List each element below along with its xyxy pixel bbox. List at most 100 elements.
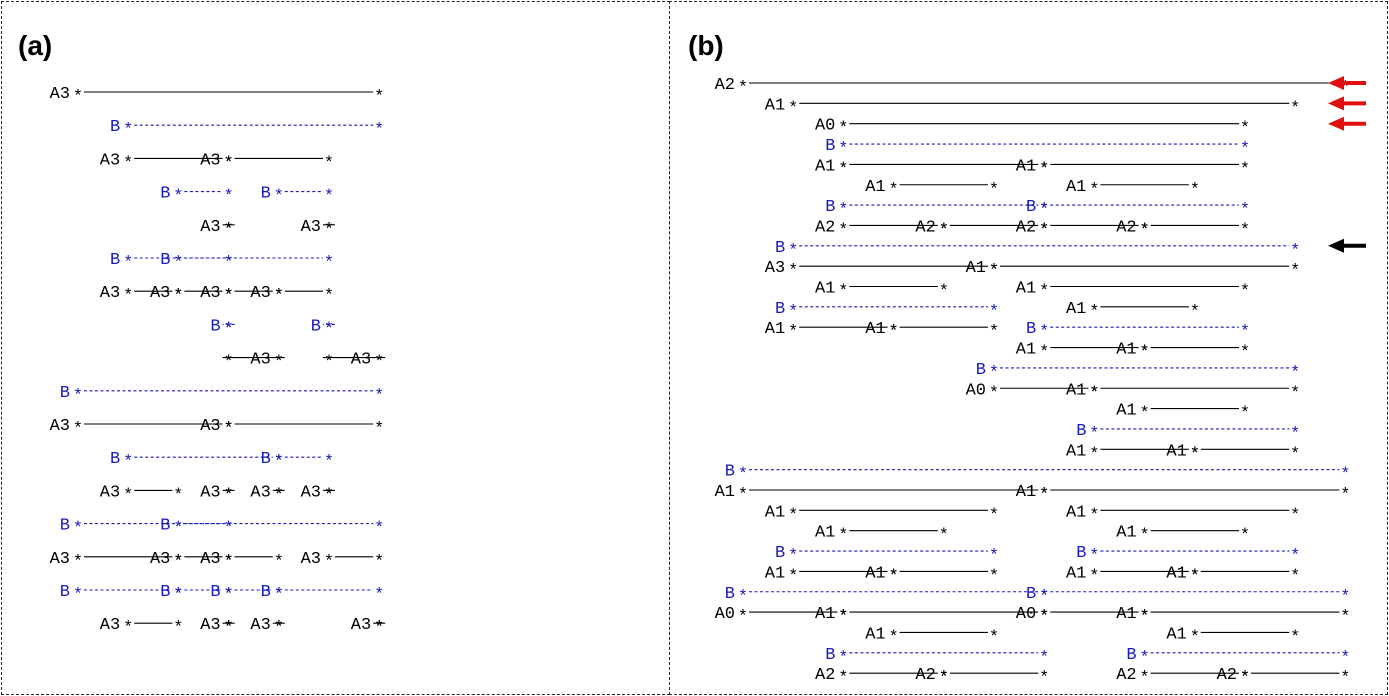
panel-a-b-label: B (110, 251, 120, 270)
black-arrow-icon (1328, 238, 1344, 253)
panel-b-endpoint-star: * (1340, 608, 1350, 627)
panel-a-endpoint-star: * (173, 553, 183, 572)
panel-b-endpoint-star: * (888, 567, 898, 586)
panel-b-endpoint-star: * (989, 323, 999, 342)
panel-b-a-label: A2 (815, 218, 835, 237)
panel-b-endpoint-star: * (1039, 201, 1049, 220)
panel-b-endpoint-star: * (1190, 445, 1200, 464)
panel-a-endpoint-star: * (173, 254, 183, 273)
panel-b-endpoint-star: * (989, 262, 999, 281)
panel-b-a-label: A1 (765, 320, 785, 339)
panel-a-endpoint-star: * (73, 553, 83, 572)
panel-a-a-label: A3 (200, 218, 220, 237)
panel-b-endpoint-star: * (738, 608, 748, 627)
panel-b-a-label: A1 (1166, 442, 1186, 461)
panel-b-endpoint-star: * (1290, 628, 1300, 647)
panel-b-endpoint-star: * (1039, 588, 1049, 607)
panel-b-a-label: A0 (815, 117, 835, 136)
panel-a-endpoint-star: * (324, 254, 334, 273)
panel-b-endpoint-star: * (1089, 181, 1099, 200)
panel-b-endpoint-star: * (788, 506, 798, 525)
panel-a-endpoint-star: * (324, 221, 334, 240)
panel-b-endpoint-star: * (1039, 344, 1049, 363)
panel-b-a-label: A0 (715, 605, 735, 624)
panel-b-endpoint-star: * (1039, 608, 1049, 627)
panel-b-a-label: A1 (1116, 402, 1136, 421)
panel-b-endpoint-star: * (1039, 323, 1049, 342)
panel-a-endpoint-star: * (274, 453, 284, 472)
panel-a-endpoint-star: * (274, 287, 284, 306)
panel-a-endpoint-star: * (223, 486, 233, 505)
panel-b-endpoint-star: * (939, 221, 949, 240)
panel-b-a-label: A2 (815, 666, 835, 685)
panel-a-endpoint-star: * (374, 586, 384, 605)
panel-a-b-label: B (160, 583, 170, 602)
panel-a-endpoint-star: * (223, 254, 233, 273)
panel-b-a-label: A1 (1116, 524, 1136, 543)
panel-a-endpoint-star: * (223, 154, 233, 173)
panel-b-endpoint-star: * (1139, 669, 1149, 688)
panel-b-endpoint-star: * (1240, 344, 1250, 363)
panel-a-a-label: A3 (200, 417, 220, 436)
panel-a-a-label: A3 (250, 616, 270, 635)
panel-a-endpoint-star: * (324, 354, 334, 373)
panel-b-endpoint-star: * (1290, 445, 1300, 464)
panel-b-a-label: A1 (1066, 564, 1086, 583)
panel-a-endpoint-star: * (223, 221, 233, 240)
panel-a-endpoint-star: * (223, 320, 233, 339)
panel-b-endpoint-star: * (939, 527, 949, 546)
panel-a-endpoint-star: * (223, 420, 233, 439)
panel-b-a-label: A1 (865, 625, 885, 644)
panel-b-endpoint-star: * (939, 669, 949, 688)
panel-b-a-label: A0 (966, 381, 986, 400)
panel-b-endpoint-star: * (738, 588, 748, 607)
panel-a-endpoint-star: * (123, 486, 133, 505)
panel-b-endpoint-star: * (1039, 221, 1049, 240)
panel-b-endpoint-star: * (838, 649, 848, 668)
panel-b-a-label: A1 (1166, 625, 1186, 644)
panel-a-a-label: A3 (250, 351, 270, 370)
panel-b-endpoint-star: * (1340, 466, 1350, 485)
panel-a-b-label: B (60, 384, 70, 403)
panel-b-endpoint-star: * (1089, 445, 1099, 464)
panel-a-endpoint-star: * (223, 586, 233, 605)
panel-b-endpoint-star: * (1240, 201, 1250, 220)
panel-b-endpoint-star: * (1240, 120, 1250, 139)
panel-b-a-label: A1 (1066, 300, 1086, 319)
panel-b-endpoint-star: * (1139, 608, 1149, 627)
panel-b-b-label: B (1126, 646, 1136, 665)
panel-b-a-label: A2 (915, 218, 935, 237)
panel-b-a-label: A1 (1066, 178, 1086, 197)
panel-a-endpoint-star: * (223, 619, 233, 638)
panel-b-endpoint-star: * (1190, 445, 1200, 464)
panel-a-endpoint-star: * (274, 619, 284, 638)
panel-a-endpoint-star: * (324, 553, 334, 572)
panel-a-a-label: A3 (351, 351, 371, 370)
panel-a-a-label: A3 (100, 151, 120, 170)
panel-a-endpoint-star: * (324, 221, 334, 240)
panel-b-b-label: B (825, 646, 835, 665)
panel-a-endpoint-star: * (223, 320, 233, 339)
panel-a-endpoint-star: * (173, 188, 183, 207)
panel-b-endpoint-star: * (788, 242, 798, 261)
red-arrow-icon (1328, 96, 1344, 111)
panel-b-endpoint-star: * (1290, 364, 1300, 383)
panel-b-b-label: B (825, 198, 835, 217)
panel-a-a-label: A3 (150, 284, 170, 303)
panel-a-b-label: B (160, 517, 170, 536)
panel-b-endpoint-star: * (788, 323, 798, 342)
panel-a-endpoint-star: * (173, 520, 183, 539)
panel-a-endpoint-star: * (123, 453, 133, 472)
panel-b-a-label: A1 (1016, 280, 1036, 299)
panel-a-endpoint-star: * (123, 287, 133, 306)
panel-b-endpoint-star: * (989, 567, 999, 586)
panel-b-endpoint-star: * (1240, 221, 1250, 240)
panel-b-a-label: A2 (1217, 666, 1237, 685)
panel-b-endpoint-star: * (838, 160, 848, 179)
panel-a-endpoint-star: * (274, 619, 284, 638)
panel-a-endpoint-star: * (173, 486, 183, 505)
panel-a-endpoint-star: * (324, 287, 334, 306)
panel-b-a-label: A2 (1016, 218, 1036, 237)
